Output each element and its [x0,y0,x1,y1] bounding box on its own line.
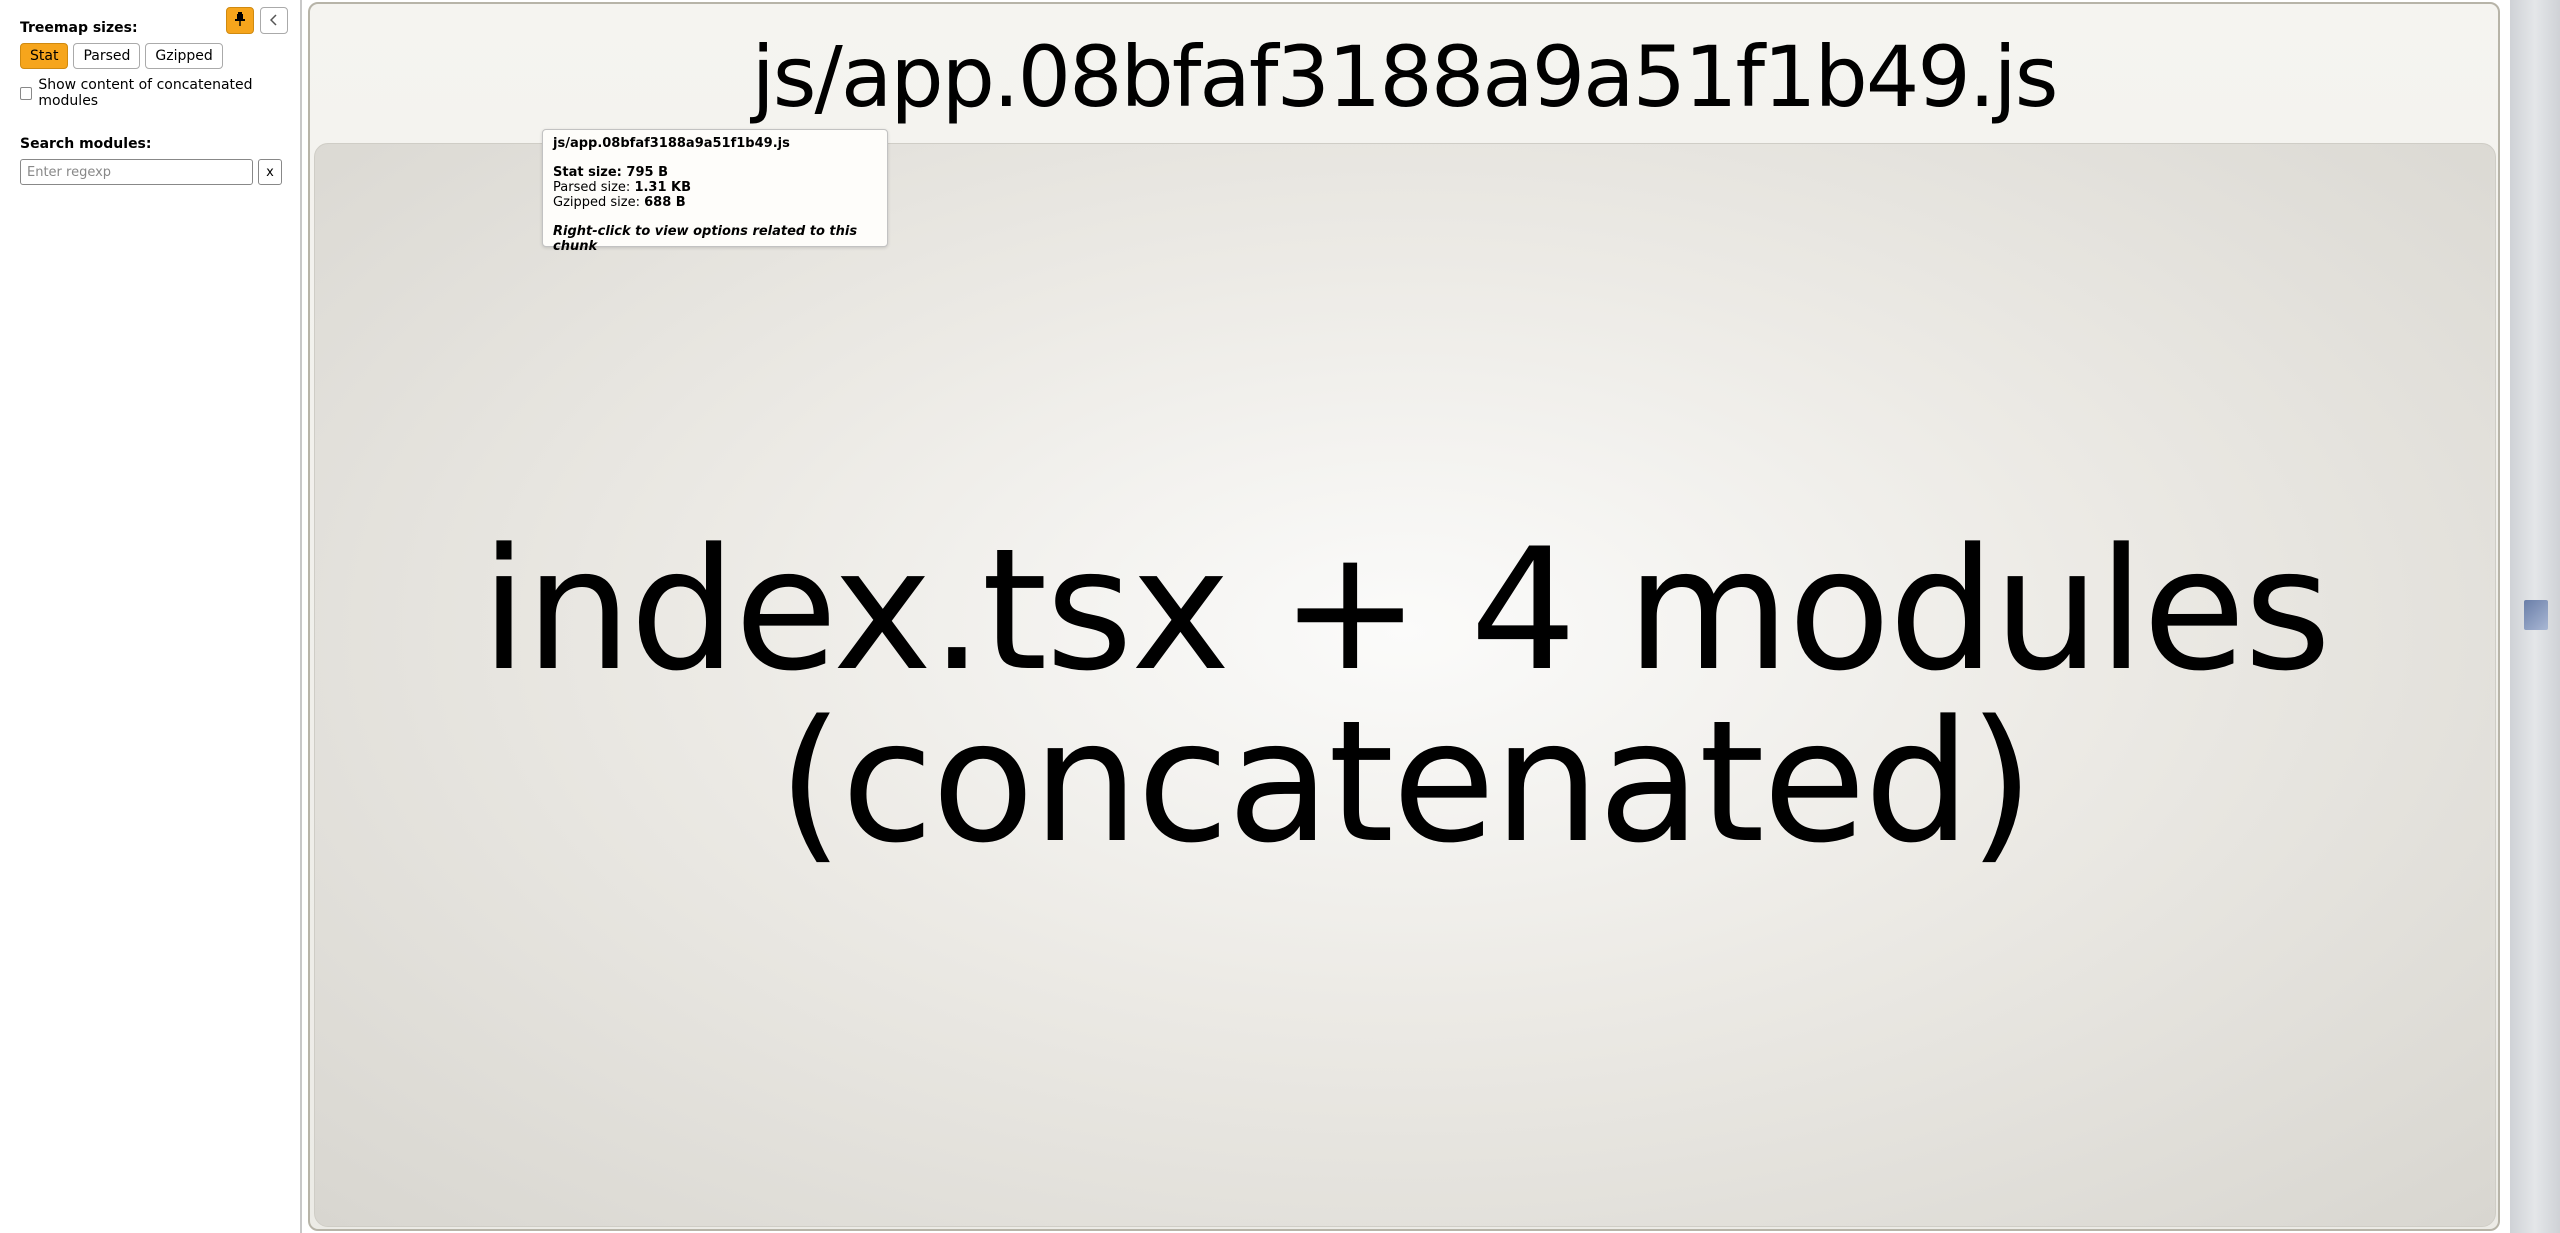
tooltip-stat-size: Stat size: 795 B [553,165,668,180]
tooltip-hint: Right-click to view options related to t… [553,224,858,254]
module-label-line1: index.tsx + 4 modules [480,512,2332,708]
size-parsed-button[interactable]: Parsed [73,43,141,69]
treemap-size-switcher: Stat Parsed Gzipped [20,43,300,69]
pin-icon [235,12,245,29]
module-label: index.tsx + 4 modules (concatenated) [315,524,2495,868]
chunk-title: js/app.08bfaf3188a9a51f1b49.js [751,28,2058,126]
concat-modules-checkbox[interactable] [20,86,33,100]
clear-search-button[interactable]: x [258,159,282,185]
treemap[interactable]: js/app.08bfaf3188a9a51f1b49.js index.tsx… [306,0,2502,1233]
collapse-sidebar-button[interactable] [260,7,288,34]
pin-sidebar-button[interactable] [226,7,254,34]
sidebar: Treemap sizes: Stat Parsed Gzipped Show … [0,0,302,1233]
module-label-line2: (concatenated) [777,684,2035,880]
chunk-tile[interactable]: js/app.08bfaf3188a9a51f1b49.js index.tsx… [308,2,2500,1231]
size-stat-button[interactable]: Stat [20,43,69,69]
module-tile[interactable]: index.tsx + 4 modules (concatenated) [314,143,2496,1227]
tooltip-chunk-name: js/app.08bfaf3188a9a51f1b49.js [553,136,790,151]
concat-modules-option[interactable]: Show content of concatenated modules [20,77,300,109]
search-input[interactable] [20,159,253,185]
search-row: x [20,159,300,185]
concat-modules-label: Show content of concatenated modules [38,77,253,109]
right-scroll-rail[interactable] [2510,0,2560,1233]
app-thumbnail-icon[interactable] [2524,600,2548,630]
chunk-tooltip: js/app.08bfaf3188a9a51f1b49.js Stat size… [542,129,888,254]
chevron-left-icon [269,13,278,29]
search-modules-label: Search modules: [20,136,152,152]
sidebar-controls [226,7,288,34]
tooltip-gzipped-size: Gzipped size: 688 B [553,195,686,210]
tooltip-parsed-size: Parsed size: 1.31 KB [553,180,692,195]
treemap-sizes-label: Treemap sizes: [20,20,138,36]
size-gzipped-button[interactable]: Gzipped [145,43,223,69]
